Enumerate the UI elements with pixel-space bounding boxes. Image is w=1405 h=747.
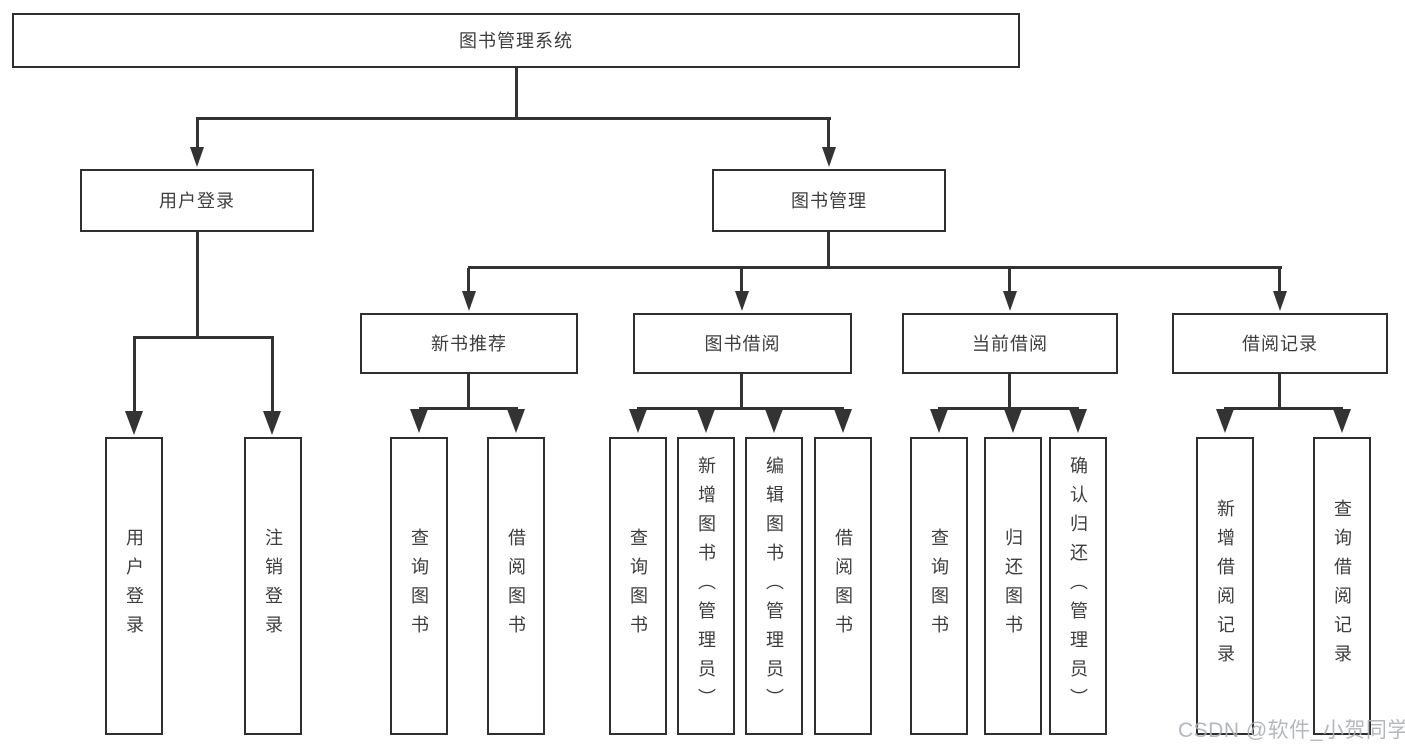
- node-new-book-recommend-label: 新书推荐: [431, 333, 507, 354]
- node-book-management-label: 图书管理: [791, 190, 867, 211]
- connector-root-horizontal: [196, 117, 831, 120]
- node-new-book-recommend: 新书推荐: [360, 313, 578, 374]
- connector-book-management-vertical: [827, 231, 830, 269]
- node-leaf-edit-book-admin-label: 编辑图书（管理员）: [764, 455, 784, 717]
- arrowhead-book-management: [822, 147, 836, 167]
- node-user-login-label: 用户登录: [159, 190, 235, 211]
- connector-stem-current-borrowing: [1008, 268, 1011, 294]
- connector-stem-user-login: [196, 119, 199, 149]
- connector-user-login-horizontal: [133, 336, 274, 339]
- connector-stem-book-borrowing: [740, 268, 743, 294]
- node-leaf-logout: 注销登录: [244, 437, 302, 735]
- node-leaf-add-book-admin: 新增图书（管理员）: [677, 437, 735, 735]
- connector-stem-book-management: [827, 119, 830, 149]
- connector-current-borrowing-vertical: [1008, 373, 1011, 410]
- arrowhead-user-login: [190, 147, 204, 167]
- arrowhead-leaf-add-book-admin: [697, 409, 715, 433]
- node-leaf-add-borrow-record-label: 新增借阅记录: [1215, 499, 1235, 673]
- node-leaf-confirm-return-admin: 确认归还（管理员）: [1049, 437, 1107, 735]
- node-leaf-user-login-label: 用户登录: [124, 528, 144, 644]
- connector-root-vertical: [515, 67, 518, 119]
- csdn-watermark: CSDN @软件_小贺同学: [1178, 719, 1405, 742]
- node-leaf-query-books-recommend: 查询图书: [390, 437, 448, 735]
- node-leaf-borrow-books-recommend: 借阅图书: [487, 437, 545, 735]
- connector-stem-leaf-user-login: [133, 338, 136, 414]
- node-current-borrowing: 当前借阅: [902, 313, 1118, 374]
- node-current-borrowing-label: 当前借阅: [972, 333, 1048, 354]
- connector-new-book-recommend-vertical: [467, 373, 470, 410]
- arrowhead-leaf-query-books-current: [930, 409, 948, 433]
- connector-book-borrowing-vertical: [740, 373, 743, 410]
- arrowhead-new-book-recommend: [462, 291, 476, 311]
- arrowhead-leaf-query-borrow-record: [1333, 409, 1351, 433]
- connector-new-book-recommend-horizontal: [419, 407, 518, 410]
- arrowhead-leaf-borrow-books: [834, 409, 852, 433]
- arrowhead-leaf-logout: [263, 411, 281, 435]
- node-leaf-logout-label: 注销登录: [263, 528, 283, 644]
- connector-stem-leaf-logout: [271, 338, 274, 414]
- node-leaf-return-book: 归还图书: [984, 437, 1042, 735]
- node-leaf-query-books-recommend-label: 查询图书: [409, 528, 429, 644]
- node-user-login: 用户登录: [80, 169, 314, 232]
- connector-borrowing-records-horizontal: [1224, 407, 1343, 410]
- node-leaf-add-borrow-record: 新增借阅记录: [1196, 437, 1254, 735]
- arrowhead-current-borrowing: [1003, 291, 1017, 311]
- connector-borrowing-records-vertical: [1278, 373, 1281, 410]
- arrowhead-leaf-borrow-books-recommend: [507, 409, 525, 433]
- node-book-borrowing: 图书借阅: [633, 313, 852, 374]
- arrowhead-book-borrowing: [735, 291, 749, 311]
- node-leaf-user-login: 用户登录: [105, 437, 163, 735]
- node-root-system: 图书管理系统: [12, 13, 1020, 68]
- node-leaf-query-books-borrowing-label: 查询图书: [628, 528, 648, 644]
- arrowhead-leaf-user-login: [125, 411, 143, 435]
- node-leaf-borrow-books-recommend-label: 借阅图书: [506, 528, 526, 644]
- arrowhead-leaf-return-book: [1004, 409, 1022, 433]
- connector-stem-new-book-recommend: [467, 268, 470, 294]
- connector-book-borrowing-horizontal: [637, 407, 844, 410]
- connector-current-borrowing-horizontal: [938, 407, 1079, 410]
- arrowhead-leaf-query-books-borrowing: [629, 409, 647, 433]
- arrowhead-leaf-query-books-recommend: [410, 409, 428, 433]
- node-book-borrowing-label: 图书借阅: [704, 333, 781, 354]
- node-leaf-borrow-books: 借阅图书: [814, 437, 872, 735]
- node-leaf-query-books-current-label: 查询图书: [929, 528, 949, 644]
- node-leaf-borrow-books-label: 借阅图书: [833, 528, 853, 644]
- arrowhead-borrowing-records: [1273, 291, 1287, 311]
- connector-stem-borrowing-records: [1278, 268, 1281, 294]
- node-leaf-return-book-label: 归还图书: [1003, 528, 1023, 644]
- connector-user-login-vertical: [196, 231, 199, 338]
- node-leaf-query-borrow-record: 查询借阅记录: [1313, 437, 1371, 735]
- node-root-label: 图书管理系统: [459, 30, 573, 51]
- node-borrowing-records-label: 借阅记录: [1242, 333, 1318, 354]
- node-leaf-edit-book-admin: 编辑图书（管理员）: [745, 437, 803, 735]
- node-leaf-query-books-current: 查询图书: [910, 437, 968, 735]
- node-leaf-confirm-return-admin-label: 确认归还（管理员）: [1068, 455, 1088, 717]
- node-leaf-query-borrow-record-label: 查询借阅记录: [1332, 499, 1352, 673]
- arrowhead-leaf-add-borrow-record: [1216, 409, 1234, 433]
- connector-book-management-horizontal: [468, 266, 1282, 269]
- node-book-management: 图书管理: [712, 169, 946, 232]
- node-borrowing-records: 借阅记录: [1172, 313, 1388, 374]
- node-leaf-query-books-borrowing: 查询图书: [609, 437, 667, 735]
- arrowhead-leaf-confirm-return-admin: [1069, 409, 1087, 433]
- node-leaf-add-book-admin-label: 新增图书（管理员）: [696, 455, 716, 717]
- arrowhead-leaf-edit-book-admin: [765, 409, 783, 433]
